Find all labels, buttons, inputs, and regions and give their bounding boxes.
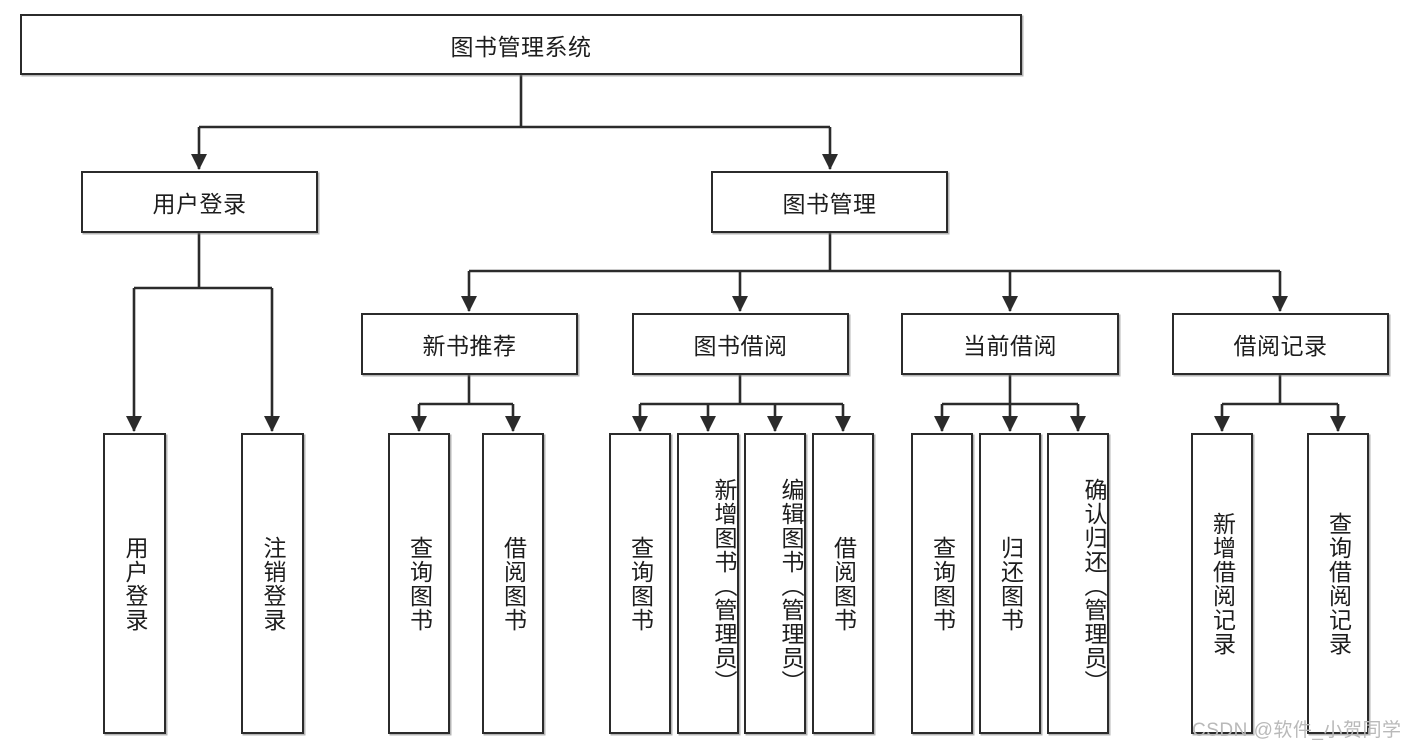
node-leaf-query-book-current-label: 查询图书 <box>929 535 956 632</box>
node-root-label: 图书管理系统 <box>450 33 592 60</box>
node-leaf-borrow-book-recommend[interactable]: 借阅图书 <box>482 433 544 734</box>
node-leaf-confirm-return-admin-label: 确认归还（管理员） <box>1081 477 1107 694</box>
node-leaf-add-book-admin[interactable]: 新增图书（管理员） <box>677 433 739 734</box>
node-leaf-query-book-current[interactable]: 查询图书 <box>911 433 973 734</box>
node-leaf-add-borrow-record-label: 新增借阅记录 <box>1209 511 1236 656</box>
node-leaf-borrow-book-label: 借阅图书 <box>830 535 857 632</box>
node-current-borrow[interactable]: 当前借阅 <box>901 313 1119 375</box>
node-leaf-query-borrow-record[interactable]: 查询借阅记录 <box>1307 433 1369 734</box>
node-borrow-record-label: 借阅记录 <box>1233 333 1328 359</box>
node-leaf-borrow-book-recommend-label: 借阅图书 <box>500 535 527 632</box>
node-leaf-query-book-borrow[interactable]: 查询图书 <box>609 433 671 734</box>
node-book-borrow[interactable]: 图书借阅 <box>632 313 849 375</box>
node-user-login[interactable]: 用户登录 <box>81 171 318 233</box>
node-leaf-logout-label: 注销登录 <box>259 535 286 632</box>
node-leaf-borrow-book[interactable]: 借阅图书 <box>812 433 874 734</box>
node-leaf-query-book-borrow-label: 查询图书 <box>627 535 654 632</box>
node-leaf-query-borrow-record-label: 查询借阅记录 <box>1325 511 1352 656</box>
node-root-book-management-system[interactable]: 图书管理系统 <box>20 14 1022 75</box>
node-leaf-logout[interactable]: 注销登录 <box>241 433 304 734</box>
node-leaf-user-login-label: 用户登录 <box>121 535 148 632</box>
node-leaf-query-book-recommend[interactable]: 查询图书 <box>388 433 450 734</box>
node-book-management-label: 图书管理 <box>782 191 877 217</box>
node-new-book-recommend-label: 新书推荐 <box>422 333 517 359</box>
node-leaf-add-book-admin-label: 新增图书（管理员） <box>711 477 737 694</box>
node-user-login-label: 用户登录 <box>152 191 247 217</box>
node-leaf-return-book[interactable]: 归还图书 <box>979 433 1041 734</box>
node-new-book-recommend[interactable]: 新书推荐 <box>361 313 578 375</box>
node-borrow-record[interactable]: 借阅记录 <box>1172 313 1389 375</box>
node-leaf-confirm-return-admin[interactable]: 确认归还（管理员） <box>1047 433 1109 734</box>
node-book-borrow-label: 图书借阅 <box>693 333 788 359</box>
node-leaf-return-book-label: 归还图书 <box>997 535 1024 632</box>
csdn-watermark: CSDN @软件_小贺同学 <box>1192 720 1402 741</box>
node-current-borrow-label: 当前借阅 <box>963 333 1057 359</box>
node-leaf-user-login[interactable]: 用户登录 <box>103 433 166 734</box>
node-book-management[interactable]: 图书管理 <box>711 171 948 233</box>
node-leaf-edit-book-admin[interactable]: 编辑图书（管理员） <box>744 433 806 734</box>
node-leaf-add-borrow-record[interactable]: 新增借阅记录 <box>1191 433 1253 734</box>
node-leaf-query-book-recommend-label: 查询图书 <box>406 535 433 632</box>
node-leaf-edit-book-admin-label: 编辑图书（管理员） <box>778 477 804 694</box>
